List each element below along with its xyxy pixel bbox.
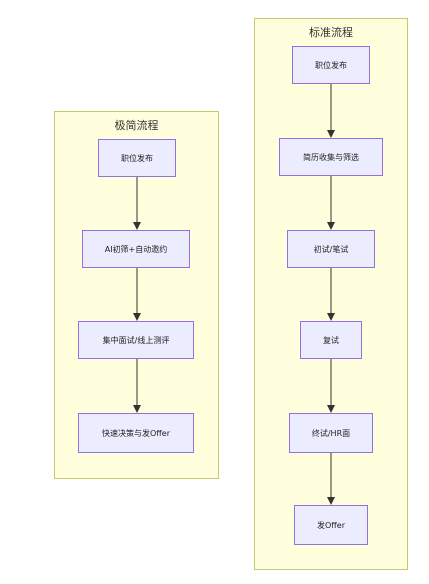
standard-node-second-interview: 复试 <box>300 321 362 359</box>
standard-node-first-interview: 初试/笔试 <box>287 230 375 268</box>
lane-simple-title: 极简流程 <box>114 119 159 132</box>
standard-node-final-interview: 终试/HR面 <box>289 413 373 453</box>
simple-node-ai-screening: AI初筛+自动邀约 <box>82 230 190 268</box>
standard-node-resume-screening: 简历收集与筛选 <box>279 138 383 176</box>
simple-node-quick-offer: 快速决策与发Offer <box>78 413 194 453</box>
standard-node-offer: 发Offer <box>294 505 368 545</box>
simple-node-job-posting: 职位发布 <box>98 139 176 177</box>
lane-standard-title: 标准流程 <box>309 26 353 39</box>
lane-standard: 标准流程 <box>254 18 408 570</box>
standard-node-job-posting: 职位发布 <box>292 46 370 84</box>
simple-node-group-interview: 集中面试/线上测评 <box>78 321 194 359</box>
